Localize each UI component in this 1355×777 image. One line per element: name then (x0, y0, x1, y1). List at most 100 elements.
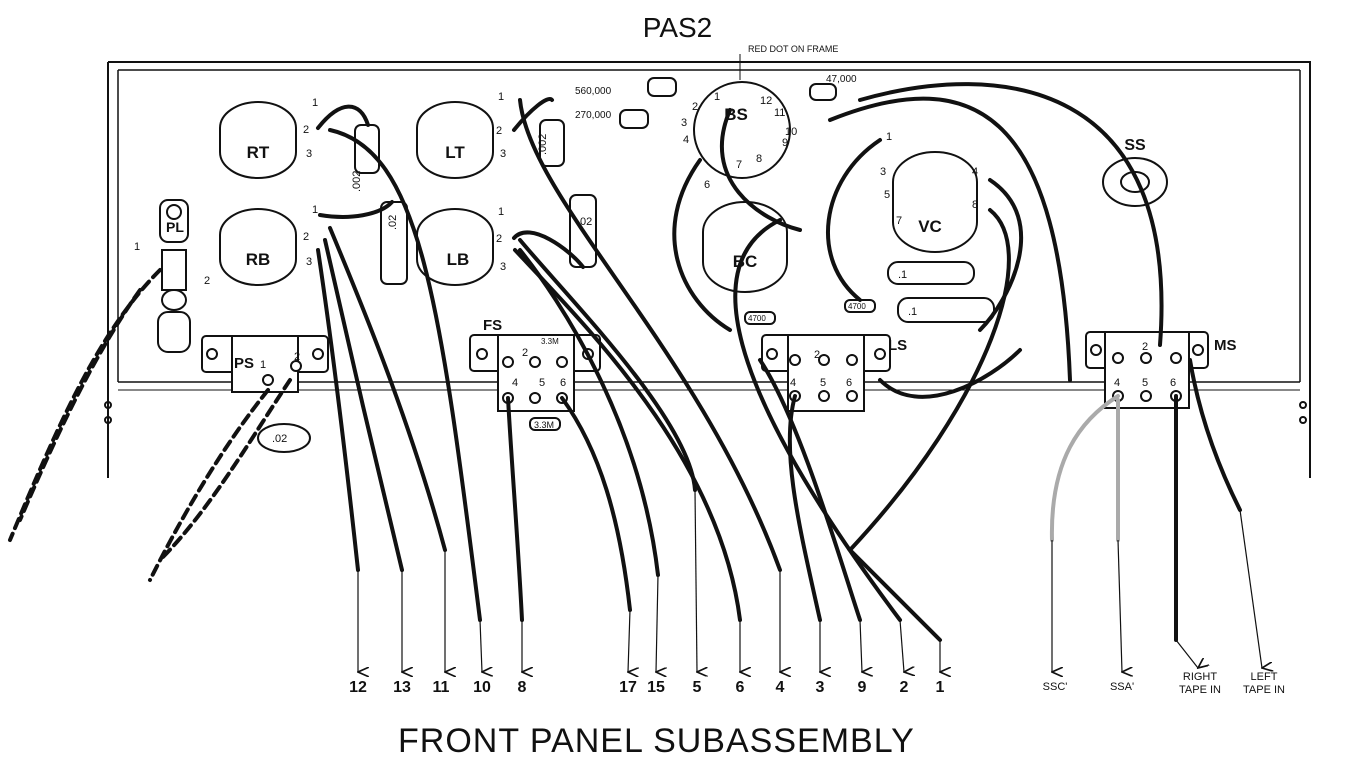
cap-rb (380, 201, 408, 285)
label-lt: LT (445, 143, 465, 162)
wire-label-w17: 17 (619, 679, 637, 696)
label-pl-pin2: 2 (204, 275, 210, 287)
svg-text:5: 5 (884, 189, 890, 201)
pot-rt (219, 101, 297, 179)
label-ls: LS (888, 337, 907, 354)
svg-text:3: 3 (500, 148, 506, 160)
svg-text:1: 1 (312, 204, 318, 216)
jack-pl (157, 199, 191, 353)
wire-label-w15: 15 (647, 679, 665, 696)
svg-text:1: 1 (312, 97, 318, 109)
label-vc: VC (918, 217, 942, 236)
svg-text:2: 2 (522, 347, 528, 359)
lead-label-ssc: SSC' (1043, 681, 1068, 693)
res-560k (647, 77, 677, 97)
twisted-leads (8, 268, 292, 582)
header-label: PAS2 (642, 12, 713, 43)
svg-text:2: 2 (496, 233, 502, 245)
value-fs-bot: 3.3M (534, 420, 554, 430)
wire-label-w9: 9 (858, 679, 867, 696)
value-c5: .02 (272, 433, 287, 445)
diagram-title: FRONT PANEL SUBASSEMBLY (398, 722, 915, 760)
svg-text:6: 6 (1170, 377, 1176, 389)
svg-text:2: 2 (294, 351, 300, 363)
svg-text:8: 8 (972, 199, 978, 211)
svg-text:2: 2 (496, 125, 502, 137)
annotation-270k: 270,000 (575, 110, 612, 121)
wire-label-w13: 13 (393, 679, 411, 696)
res-270k (619, 109, 649, 129)
wire-bundle (316, 82, 1242, 642)
lead-label-ssa: SSA' (1110, 681, 1134, 693)
value-c1: .002 (351, 171, 363, 192)
svg-text:3: 3 (306, 148, 312, 160)
svg-text:9: 9 (782, 137, 788, 149)
svg-text:4: 4 (1114, 377, 1120, 389)
res-fs-bot (529, 417, 561, 431)
chassis-panel (104, 61, 1311, 478)
pin-labels: 1 2 3 1 2 3 1 2 3 1 2 3 1 2 3 4 12 11 10… (260, 91, 1176, 389)
label-lb: LB (447, 250, 470, 269)
cap-ps (257, 423, 311, 453)
value-c7: .1 (908, 306, 917, 318)
annotation-560k: 560,000 (575, 86, 612, 97)
svg-text:1: 1 (886, 131, 892, 143)
wire-label-w12: 12 (349, 679, 367, 696)
svg-text:5: 5 (820, 377, 826, 389)
value-c6: .1 (898, 269, 907, 281)
svg-text:1: 1 (714, 91, 720, 103)
cap-lt (539, 119, 565, 167)
wire-label-w3: 3 (816, 679, 825, 696)
pot-bs (693, 81, 791, 179)
pot-lt (416, 101, 494, 179)
wire-label-w10: 10 (473, 679, 491, 696)
svg-text:1: 1 (260, 359, 266, 371)
wire-label-w6: 6 (736, 679, 745, 696)
svg-text:4: 4 (972, 166, 978, 178)
label-bs: BS (724, 105, 748, 124)
svg-text:12: 12 (760, 95, 772, 107)
label-ss: SS (1124, 137, 1146, 154)
svg-text:3: 3 (306, 256, 312, 268)
label-fs: FS (483, 317, 502, 334)
components (257, 77, 995, 453)
svg-text:2: 2 (303, 124, 309, 136)
label-pl: PL (166, 219, 184, 235)
svg-text:6: 6 (560, 377, 566, 389)
pot-bc (702, 201, 788, 293)
value-c2: .002 (537, 134, 549, 155)
svg-text:2: 2 (814, 349, 820, 361)
svg-text:8: 8 (756, 153, 762, 165)
svg-text:11: 11 (774, 107, 785, 119)
res-47k (809, 83, 837, 101)
value-r2: 4700 (848, 302, 866, 311)
svg-text:2: 2 (692, 101, 698, 113)
pot-rb (219, 208, 297, 286)
svg-text:5: 5 (1142, 377, 1148, 389)
switch-fs (469, 334, 601, 412)
value-r1: 4700 (748, 314, 766, 323)
switch-ls (761, 334, 891, 412)
cap-vc1 (887, 261, 975, 285)
label-ps: PS (234, 355, 254, 372)
svg-text:2: 2 (303, 231, 309, 243)
svg-text:2: 2 (1142, 341, 1148, 353)
svg-text:1: 1 (498, 206, 504, 218)
label-rt: RT (247, 143, 270, 162)
wire-label-w2: 2 (900, 679, 909, 696)
lead-lines (358, 489, 1262, 672)
svg-text:4: 4 (790, 377, 796, 389)
svg-text:1: 1 (498, 91, 504, 103)
label-rb: RB (246, 250, 271, 269)
label-bc: BC (733, 252, 758, 271)
switch-ss (1102, 157, 1168, 207)
svg-text:4: 4 (512, 377, 518, 389)
value-fs-top: 3.3M (541, 337, 559, 346)
annotation-red-dot: RED DOT ON FRAME (748, 44, 838, 54)
label-ms: MS (1214, 337, 1237, 354)
wire-label-w8: 8 (518, 679, 527, 696)
